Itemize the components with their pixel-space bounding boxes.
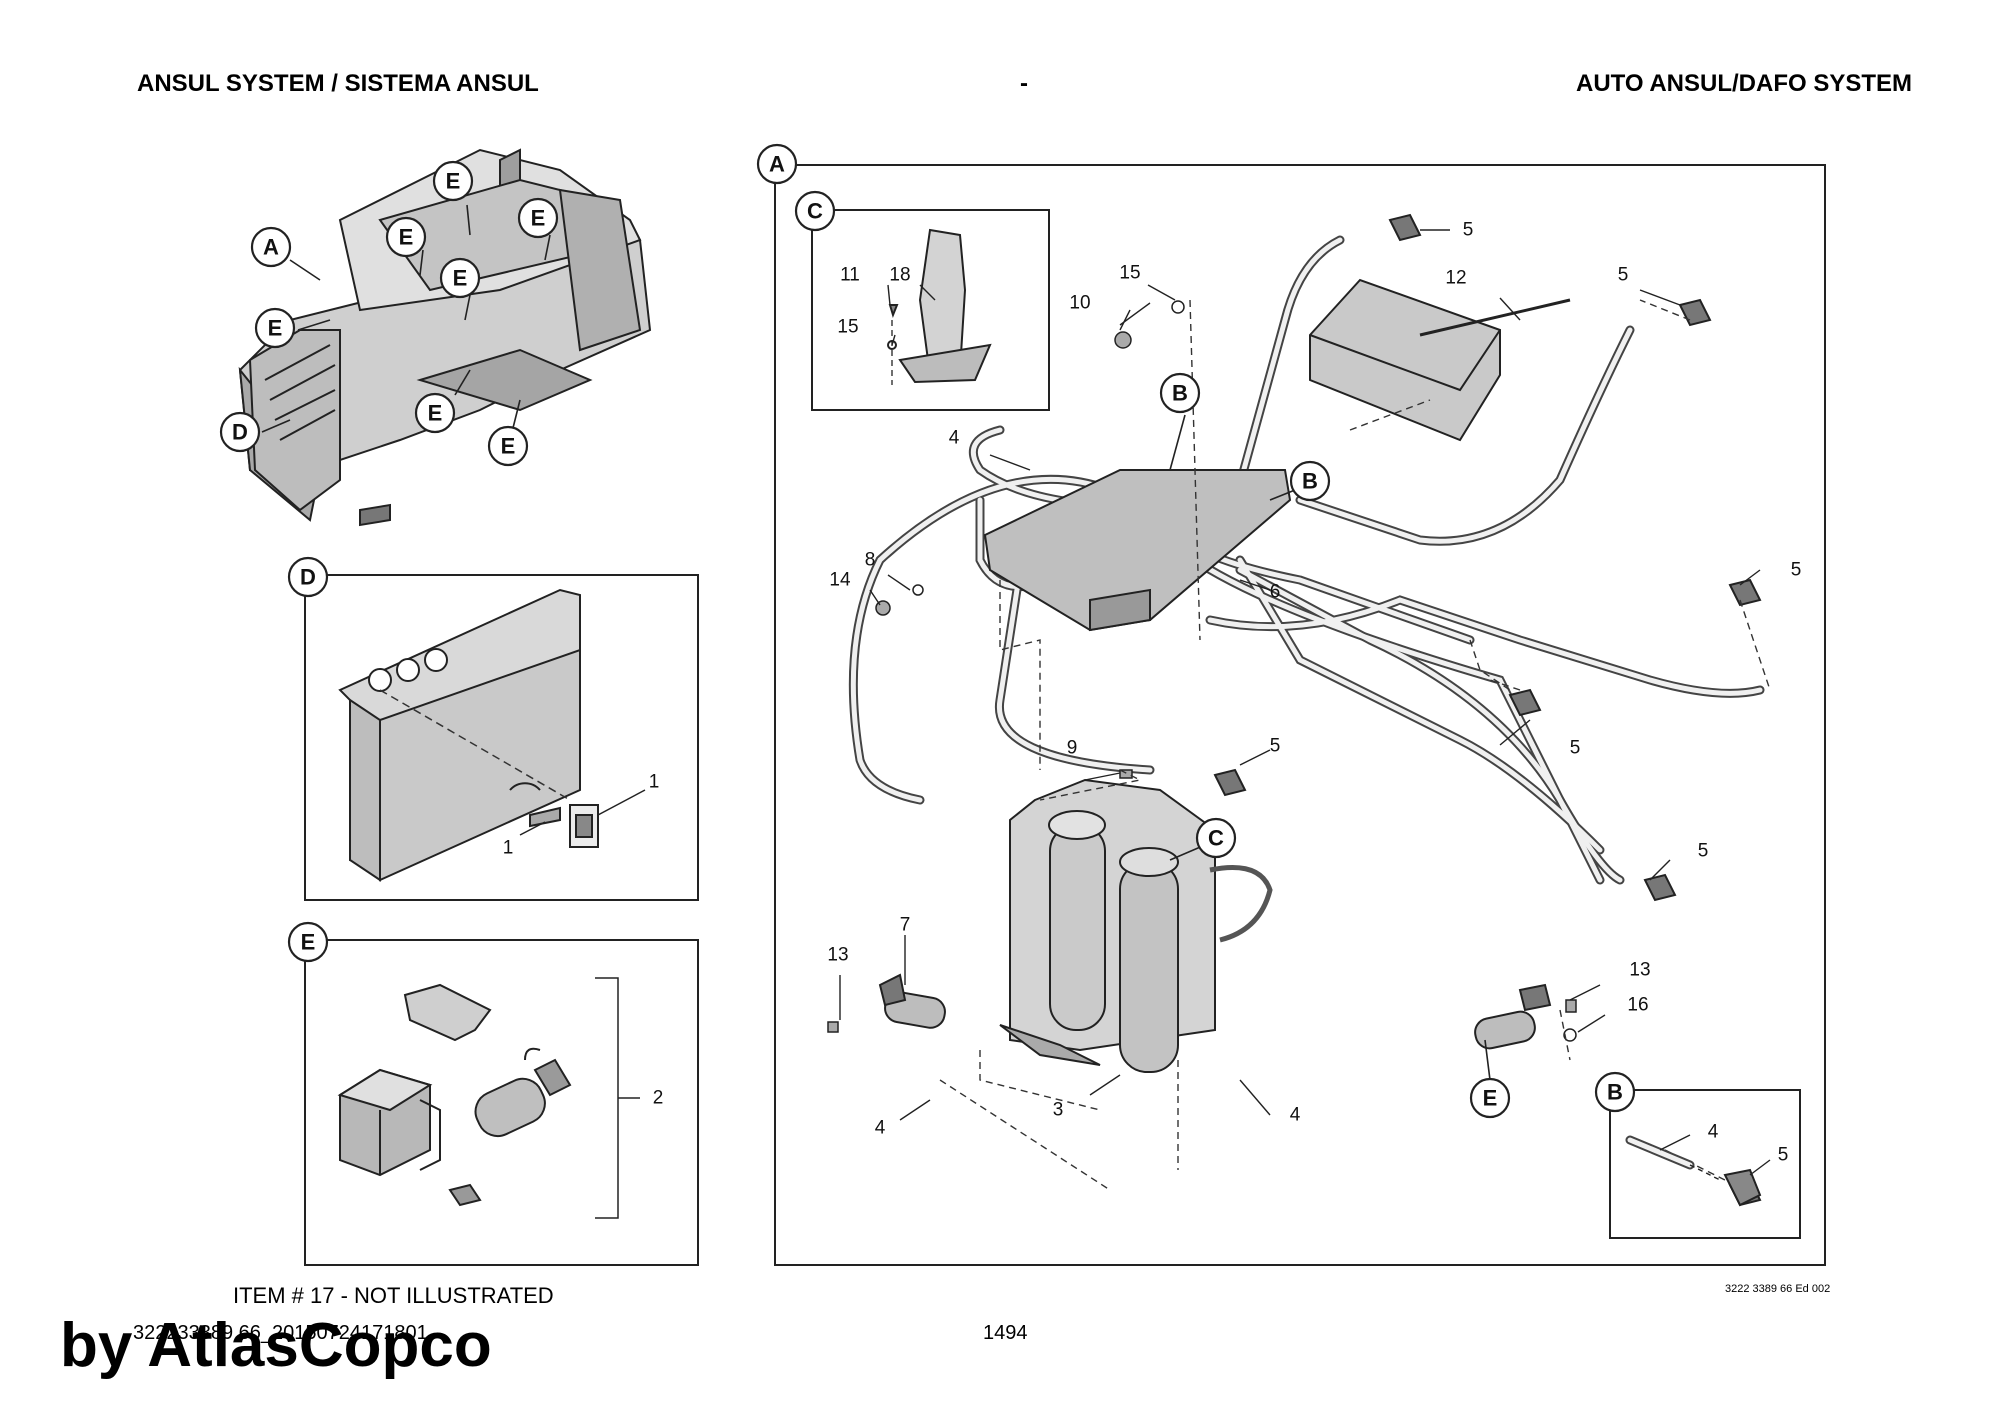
detail-b-hose-end bbox=[1625, 1135, 1762, 1207]
callout-13b: 13 bbox=[1629, 960, 1650, 981]
detail-frame-c bbox=[811, 209, 1050, 411]
not-illustrated-note: ITEM # 17 - NOT ILLUSTRATED bbox=[233, 1283, 554, 1308]
bubble-b-panel-label: B bbox=[1607, 1080, 1623, 1105]
bubble-e-overview-2-label: E bbox=[399, 225, 414, 250]
bubble-e-main-label: E bbox=[1483, 1086, 1498, 1111]
callout-8: 8 bbox=[865, 550, 876, 571]
hose-cover bbox=[1309, 278, 1501, 442]
bubble-e-overview-4-label: E bbox=[453, 266, 468, 291]
bubble-b-main-2 bbox=[1289, 460, 1331, 502]
bubble-d-panel-label: D bbox=[300, 565, 316, 590]
callout-13a: 13 bbox=[827, 945, 848, 966]
callout-5f: 5 bbox=[1698, 841, 1709, 862]
bubble-e-overview-6 bbox=[414, 392, 456, 434]
bubble-b-main-1 bbox=[1159, 372, 1201, 414]
callout-5c: 5 bbox=[1791, 560, 1802, 581]
callout-18: 18 bbox=[889, 265, 910, 286]
bubble-e-overview-6-label: E bbox=[428, 401, 443, 426]
atlas-copco-watermark: by AtlasCopco bbox=[60, 1311, 492, 1380]
callout-14: 14 bbox=[829, 570, 851, 591]
bubble-e-overview-1-label: E bbox=[446, 169, 461, 194]
bubble-a-overview-label: A bbox=[263, 235, 279, 260]
callout-4d: 4 bbox=[1708, 1122, 1719, 1143]
bubble-a-overview bbox=[250, 226, 292, 268]
callout-5b: 5 bbox=[1618, 265, 1629, 286]
fasteners bbox=[827, 300, 1577, 1042]
callout-5e: 5 bbox=[1270, 736, 1281, 757]
bubble-e-overview-1 bbox=[432, 160, 474, 202]
callout-4c: 4 bbox=[1290, 1105, 1301, 1126]
manifold-block bbox=[983, 469, 1292, 632]
bubble-e-overview-2 bbox=[385, 216, 427, 258]
callout-5g: 5 bbox=[1778, 1145, 1789, 1166]
callout-7: 7 bbox=[900, 915, 911, 936]
detail-frame-b bbox=[1609, 1089, 1801, 1239]
bubble-c-panel-label: C bbox=[807, 199, 823, 224]
bubble-d-overview bbox=[219, 411, 261, 453]
detail-c-bracket bbox=[887, 228, 992, 384]
bubble-b-panel bbox=[1594, 1071, 1636, 1113]
detail-frame-a bbox=[774, 164, 1826, 1266]
bubble-a-panel bbox=[756, 143, 798, 185]
bubble-a-panel-label: A bbox=[769, 152, 785, 177]
bubble-c-main-label: C bbox=[1208, 826, 1224, 851]
header-right-title: AUTO ANSUL/DAFO SYSTEM bbox=[1575, 70, 1912, 97]
detail-d-enclosure bbox=[338, 588, 599, 882]
callout-15a: 15 bbox=[1119, 263, 1140, 284]
callout-6: 6 bbox=[1270, 582, 1281, 603]
bubble-d-panel bbox=[287, 556, 329, 598]
callout-11: 11 bbox=[840, 265, 860, 286]
bubble-e-overview-4 bbox=[439, 257, 481, 299]
bubble-c-main bbox=[1195, 817, 1237, 859]
bubble-b-main-2-label: B bbox=[1302, 469, 1318, 494]
callout-9: 9 bbox=[1067, 738, 1078, 759]
bubble-e-overview-7-label: E bbox=[501, 434, 516, 459]
page-number: 1494 bbox=[983, 1322, 1028, 1344]
callout-4a: 4 bbox=[949, 428, 960, 449]
extinguisher-cylinders bbox=[999, 778, 1273, 1073]
callout-16: 16 bbox=[1627, 995, 1648, 1016]
bubble-e-panel-label: E bbox=[301, 930, 316, 955]
bubble-e-overview-3-label: E bbox=[531, 206, 546, 231]
detail-e-components bbox=[337, 983, 572, 1207]
callout-4b: 4 bbox=[875, 1118, 886, 1139]
detail-frame-e bbox=[304, 939, 699, 1266]
callout-1a: 1 bbox=[649, 772, 660, 793]
callout-3: 3 bbox=[1053, 1100, 1064, 1121]
callout-10: 10 bbox=[1069, 293, 1090, 314]
callout-1b: 1 bbox=[503, 838, 514, 859]
bubble-d-overview-label: D bbox=[232, 420, 248, 445]
callout-12: 12 bbox=[1445, 268, 1466, 289]
bubble-c-panel bbox=[794, 190, 836, 232]
callout-5d: 5 bbox=[1570, 738, 1581, 759]
callout-2: 2 bbox=[653, 1088, 664, 1109]
bubble-e-overview-3 bbox=[517, 197, 559, 239]
header-left-title: ANSUL SYSTEM / SISTEMA ANSUL bbox=[137, 70, 539, 97]
bubble-e-main bbox=[1469, 1077, 1511, 1119]
machine-overview bbox=[238, 148, 652, 527]
callout-5a: 5 bbox=[1463, 220, 1474, 241]
header-center-dash: - bbox=[1020, 70, 1028, 97]
bubble-e-overview-5-label: E bbox=[268, 316, 283, 341]
bubble-b-main-1-label: B bbox=[1172, 381, 1188, 406]
detail-frame-d bbox=[304, 574, 699, 901]
bubble-e-panel bbox=[287, 921, 329, 963]
file-identifier: 322233389 66_20150724171801 bbox=[133, 1322, 428, 1344]
callout-15b: 15 bbox=[837, 317, 858, 338]
bubble-e-overview-5 bbox=[254, 307, 296, 349]
document-code: 3222 3389 66 Ed 002 bbox=[1725, 1283, 1831, 1295]
bubble-e-overview-7 bbox=[487, 425, 529, 467]
